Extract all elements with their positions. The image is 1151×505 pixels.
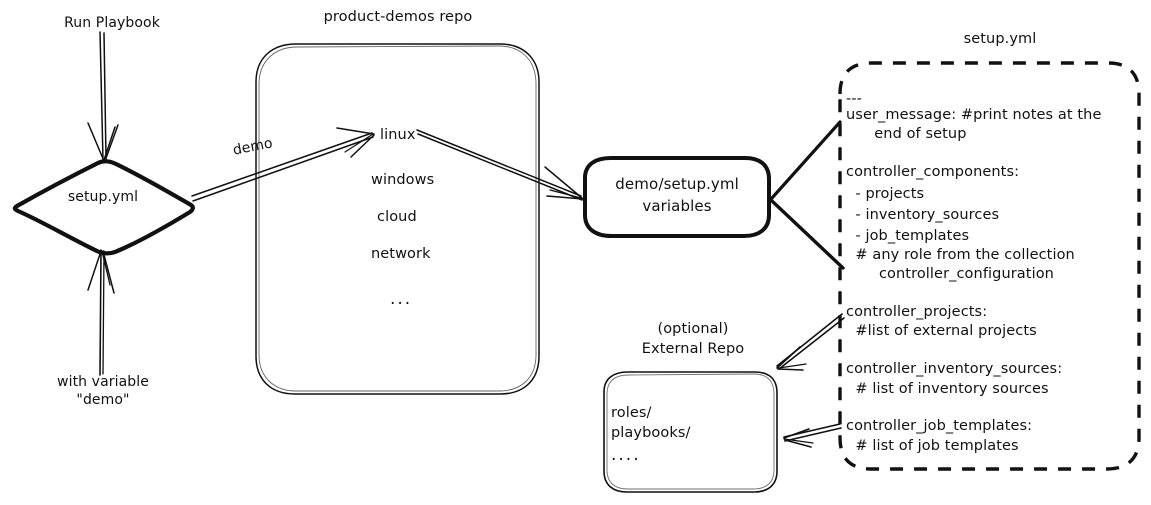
yaml-controller-inventory-sources-key: controller_inventory_sources: [846,360,1062,379]
external-repo-item-ellipsis: .... [611,444,641,466]
product-demos-repo-title: product-demos repo [324,8,473,27]
yaml-controller-projects-comment: #list of external projects [846,322,1037,341]
repo-item-windows[interactable]: windows [371,171,434,190]
run-playbook-arrow [88,32,118,161]
yaml-user-message-line1: user_message: #print notes at the [846,106,1101,125]
external-repo-title-line2: External Repo [642,340,745,359]
yaml-component-comment: # any role from the collection [846,246,1075,265]
with-variable-arrow [88,250,114,375]
setup-yml-diamond-shape[interactable] [15,161,193,253]
run-playbook-label: Run Playbook [64,14,160,32]
yaml-controller-job-templates-key: controller_job_templates: [846,417,1032,436]
repo-item-ellipsis: ... [390,288,412,310]
external-repo-item-playbooks: playbooks/ [611,424,690,443]
yaml-component-comment-cont: controller_configuration [846,265,1054,284]
with-variable-label-line1: with variable [57,373,149,391]
vars-box-line2: variables [642,197,711,217]
yaml-user-message-line2: end of setup [846,125,967,144]
job-templates-to-external-repo-arrow [784,424,841,447]
external-repo-title-line1: (optional) [657,320,728,339]
repo-item-network[interactable]: network [371,245,431,264]
setup-yml-to-vars-connectors [772,122,843,268]
projects-to-external-repo-arrow [777,314,844,370]
yaml-component-job-templates: - job_templates [846,227,969,246]
yaml-controller-projects-key: controller_projects: [846,303,987,322]
yaml-controller-job-templates-comment: # list of job templates [846,437,1019,456]
yaml-controller-components-key: controller_components: [846,163,1019,182]
repo-item-linux[interactable]: linux [380,126,416,145]
setup-yml-box-title: setup.yml [964,30,1037,49]
yaml-component-projects: - projects [846,185,924,204]
setup-yml-node-label: setup.yml [68,188,138,206]
external-repo-item-roles: roles/ [611,404,652,423]
yaml-component-inventory-sources: - inventory_sources [846,206,999,225]
yaml-controller-inventory-sources-comment: # list of inventory sources [846,380,1049,399]
with-variable-label-line2: "demo" [76,391,129,409]
vars-box-line1: ޲޲demo޳޳/setup.yml [615,175,739,195]
repo-item-cloud[interactable]: cloud [377,208,417,227]
